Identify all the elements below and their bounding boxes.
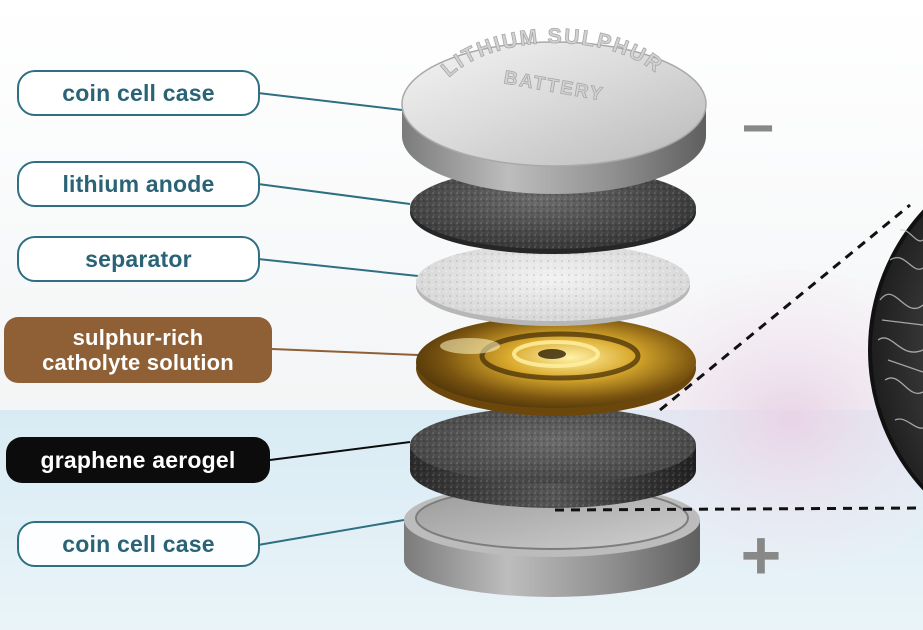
label-catholyte-line2: catholyte solution: [42, 350, 234, 375]
label-catholyte-line1: sulphur-rich: [72, 325, 204, 350]
label-coin-cell-case-bottom-text: coin cell case: [62, 530, 215, 557]
leader-line-anode: [257, 183, 411, 205]
leader-line-separator: [257, 258, 419, 277]
leader-line-catholyte: [271, 348, 419, 356]
label-graphene-aerogel-text: graphene aerogel: [40, 446, 236, 473]
negative-terminal-sign: −: [741, 96, 775, 159]
label-coin-cell-case-bottom: coin cell case: [17, 521, 260, 567]
label-lithium-anode-text: lithium anode: [62, 170, 215, 197]
lithium-anode-layer: [410, 167, 696, 254]
positive-terminal-sign: +: [740, 516, 782, 594]
leader-line-top-case: [257, 92, 403, 111]
label-catholyte: sulphur-rich catholyte solution: [4, 317, 272, 383]
label-separator-text: separator: [85, 245, 192, 272]
leader-lines: [257, 92, 419, 546]
label-coin-cell-case-top-text: coin cell case: [62, 79, 215, 106]
label-graphene-aerogel: graphene aerogel: [6, 437, 270, 483]
graphene-aerogel-layer: [410, 407, 696, 508]
zoom-dashed-lines: [554, 203, 923, 512]
leader-line-aerogel: [269, 441, 411, 461]
label-separator: separator: [17, 236, 260, 282]
sem-inset-circle: [868, 209, 923, 491]
separator-layer: [416, 243, 690, 326]
label-lithium-anode: lithium anode: [17, 161, 260, 207]
label-coin-cell-case-top: coin cell case: [17, 70, 260, 116]
leader-line-bottom-case: [257, 519, 405, 546]
top-coin-cell-case: LITHIUM SULPHUR: [401, 25, 707, 194]
catholyte-layer: [416, 316, 696, 416]
